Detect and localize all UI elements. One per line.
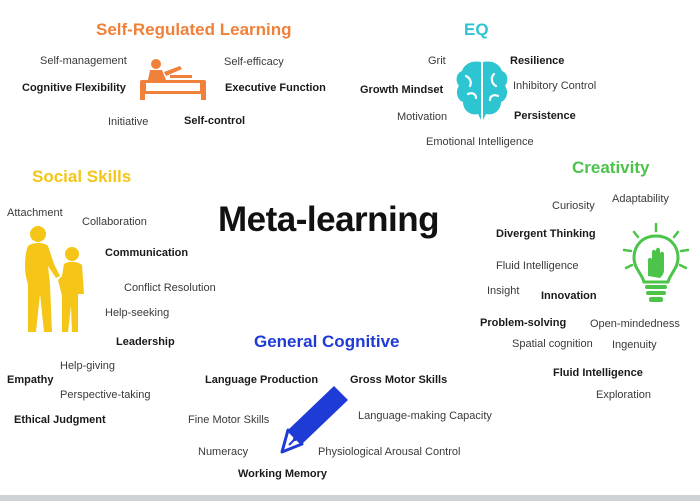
item-cognitive-flexibility: Cognitive Flexibility [22,82,126,94]
bottom-edge-bar [0,495,700,501]
heading-eq: EQ [464,20,489,39]
item-physiological-arousal-control: Physiological Arousal Control [318,446,461,458]
heading-general-cognitive: General Cognitive [254,332,400,351]
item-self-control: Self-control [184,115,246,127]
brain-icon [456,61,508,120]
pen-icon [280,386,348,454]
item-fluid-intelligence-2: Fluid Intelligence [553,367,643,379]
item-fluid-intelligence-1: Fluid Intelligence [496,260,579,272]
item-ingenuity: Ingenuity [612,339,657,351]
item-exploration: Exploration [596,389,652,401]
item-problem-solving: Problem-solving [480,317,567,329]
item-help-giving: Help-giving [60,360,116,372]
item-self-management: Self-management [40,55,127,67]
item-perspective-taking: Perspective-taking [60,389,151,401]
item-spatial-cognition: Spatial cognition [512,338,593,350]
item-initiative: Initiative [108,116,149,128]
item-working-memory: Working Memory [238,468,328,480]
item-divergent-thinking: Divergent Thinking [496,228,596,240]
lightbulb-hand-icon [622,222,690,302]
item-ethical-judgment: Ethical Judgment [14,414,106,426]
item-adaptability: Adaptability [612,193,669,205]
item-empathy: Empathy [7,374,54,386]
item-language-production: Language Production [205,374,319,386]
item-persistence: Persistence [514,110,576,122]
heading-self-regulated-learning: Self-Regulated Learning [96,20,292,39]
heading-social-skills: Social Skills [32,167,132,186]
item-growth-mindset: Growth Mindset [360,84,444,96]
item-executive-function: Executive Function [225,82,326,94]
item-numeracy: Numeracy [198,446,249,458]
item-communication: Communication [105,247,189,259]
center-title: Meta-learning [218,200,440,239]
item-grit: Grit [428,55,446,67]
item-curiosity: Curiosity [552,200,595,212]
item-self-efficacy: Self-efficacy [224,56,284,68]
heading-creativity: Creativity [572,158,650,177]
item-fine-motor-skills: Fine Motor Skills [188,414,270,426]
item-conflict-resolution: Conflict Resolution [124,282,216,294]
item-language-making-capacity: Language-making Capacity [358,410,492,422]
adult-and-child-icon [25,226,84,332]
item-attachment: Attachment [7,207,63,219]
item-inhibitory-control: Inhibitory Control [513,80,597,92]
item-emotional-intelligence: Emotional Intelligence [426,136,534,148]
item-gross-motor-skills: Gross Motor Skills [350,374,448,386]
item-help-seeking: Help-seeking [105,307,170,319]
item-leadership: Leadership [116,336,175,348]
item-insight: Insight [487,285,520,297]
item-collaboration: Collaboration [82,216,147,228]
item-open-mindedness: Open-mindedness [590,318,680,330]
item-resilience: Resilience [510,55,565,67]
item-innovation: Innovation [541,290,597,302]
item-motivation: Motivation [397,111,448,123]
person-at-desk-icon [140,59,206,100]
